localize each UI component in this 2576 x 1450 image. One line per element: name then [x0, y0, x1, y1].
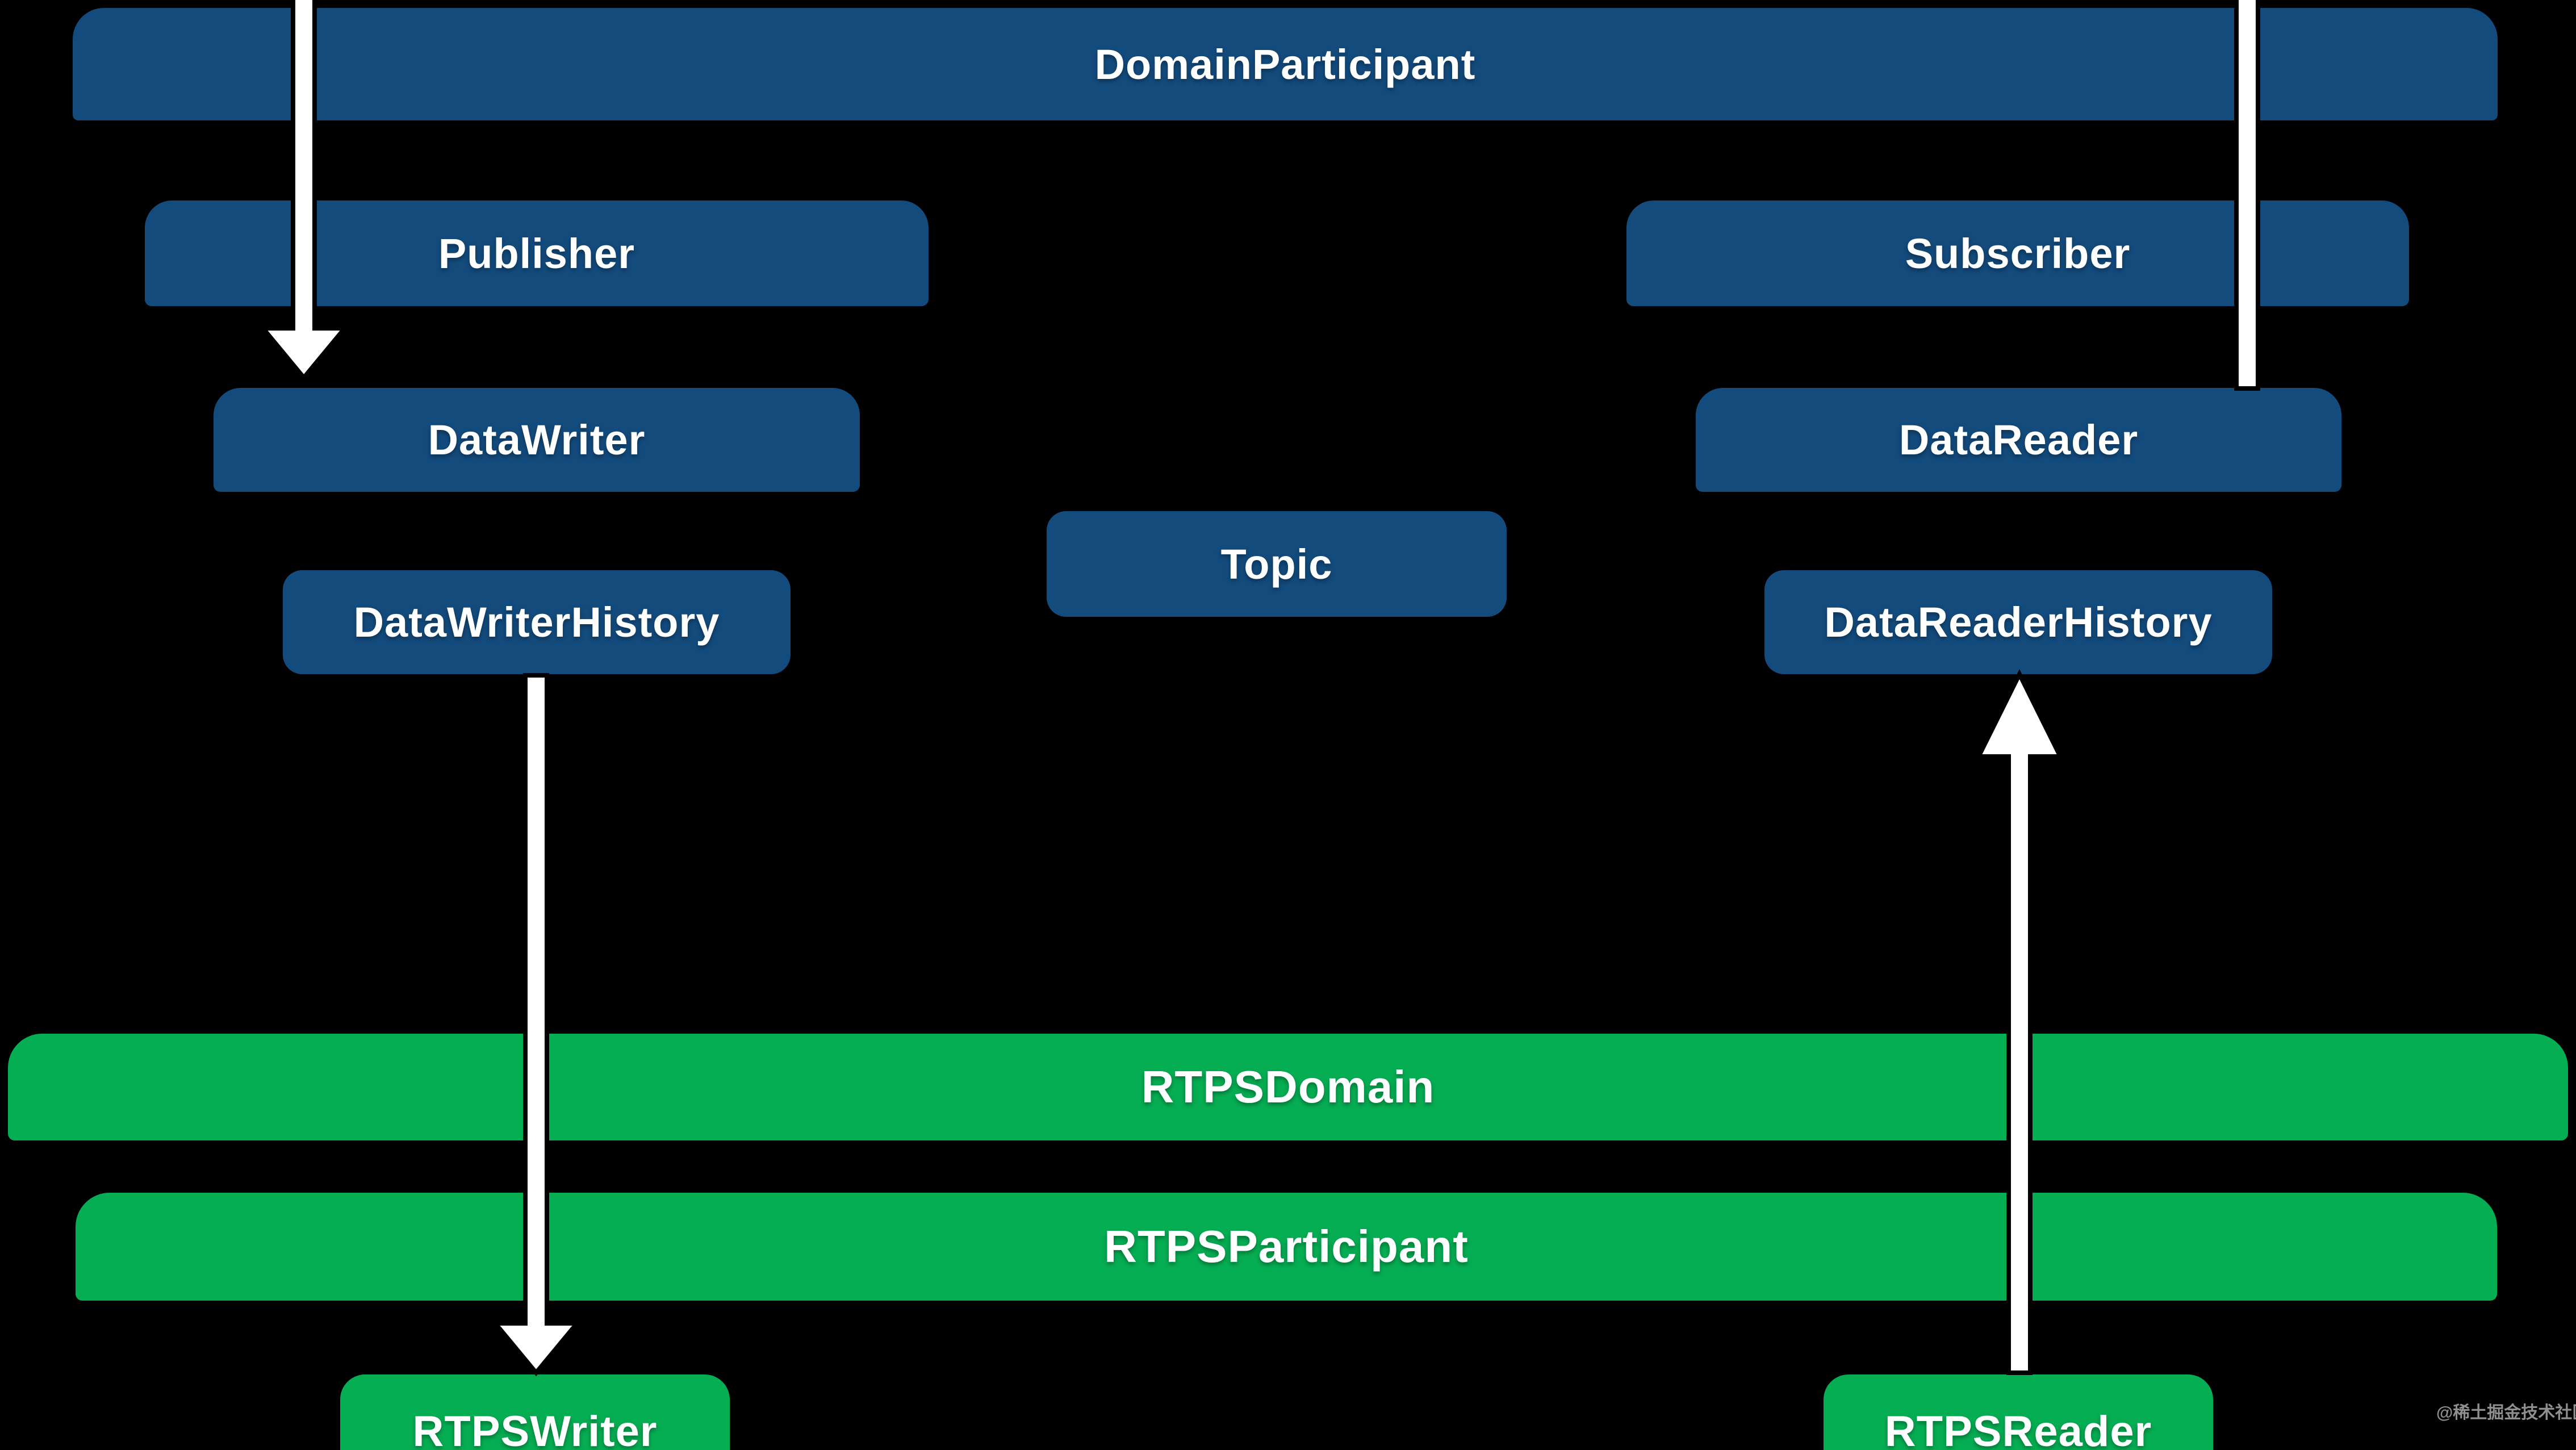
node-rtps-writer: RTPSWriter: [340, 1374, 730, 1450]
node-label-rtps-domain: RTPSDomain: [1141, 1062, 1435, 1112]
node-label-publisher: Publisher: [438, 229, 635, 277]
node-data-writer: DataWriter: [214, 388, 860, 492]
node-data-reader-history: DataReaderHistory: [1764, 570, 2272, 674]
node-label-rtps-participant: RTPSParticipant: [1104, 1221, 1469, 1272]
node-label-subscriber: Subscriber: [1905, 229, 2131, 277]
node-data-reader: DataReader: [1696, 388, 2341, 492]
node-label-data-writer: DataWriter: [428, 416, 646, 463]
node-rtps-domain: RTPSDomain: [8, 1034, 2568, 1140]
node-domain-participant: DomainParticipant: [73, 8, 2498, 120]
node-label-rtps-reader: RTPSReader: [1884, 1407, 2152, 1450]
node-rtps-reader: RTPSReader: [1824, 1374, 2213, 1450]
node-label-domain-participant: DomainParticipant: [1094, 40, 1476, 88]
node-label-rtps-writer: RTPSWriter: [412, 1407, 658, 1450]
node-rtps-participant: RTPSParticipant: [76, 1193, 2497, 1301]
node-label-data-writer-history: DataWriterHistory: [353, 599, 720, 646]
node-label-topic: Topic: [1220, 540, 1333, 588]
watermark-text: @稀土掘金技术社区: [2436, 1403, 2576, 1422]
node-topic: Topic: [1047, 511, 1507, 617]
node-label-data-reader: DataReader: [1898, 416, 2139, 463]
node-label-data-reader-history: DataReaderHistory: [1824, 599, 2213, 646]
node-data-writer-history: DataWriterHistory: [283, 570, 791, 674]
node-publisher: Publisher: [145, 200, 929, 306]
node-subscriber: Subscriber: [1626, 200, 2409, 306]
